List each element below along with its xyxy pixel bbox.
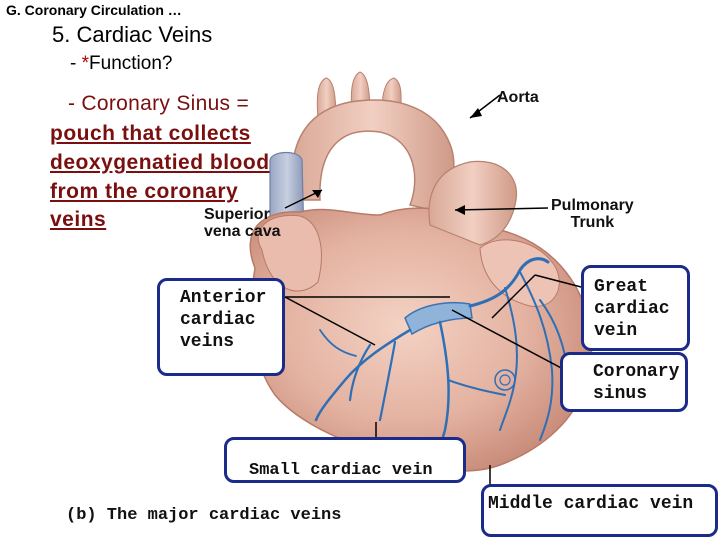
pulmonary-label-line1: Pulmonary (551, 197, 634, 214)
coronary-sinus-shape (404, 301, 473, 336)
figure-caption: (b) The major cardiac veins (66, 506, 342, 525)
pointer-arrowheads (312, 108, 482, 215)
function-line: - *Function? (70, 53, 172, 75)
coronary-line1: Coronary (593, 362, 680, 382)
great-pointer (534, 274, 586, 289)
great-cardiac-vein-path (468, 257, 550, 308)
small-label: Small cardiac vein (249, 461, 433, 480)
svc-label-line1: Superior (204, 206, 270, 223)
great-cardiac-vein-callout: Great cardiac vein (581, 265, 690, 351)
anterior-cardiac-vein-a (348, 343, 372, 402)
small-cardiac-vein-callout: Small cardiac vein (224, 437, 466, 483)
coronary-sinus-callout: Coronary sinus (560, 352, 688, 412)
great-line2: cardiac (594, 299, 670, 319)
aorta-label: Aorta (497, 89, 539, 106)
middle-label: Middle cardiac vein (488, 494, 694, 514)
anterior-cardiac-vein-b (378, 340, 397, 422)
anterior-pointer-b (284, 296, 376, 346)
great-line3: vein (594, 321, 638, 341)
superior-vena-cava-label: Superior vena cava (204, 206, 281, 241)
definition-line: pouch that collects (50, 122, 251, 145)
anterior-line1: Anterior (180, 288, 267, 308)
coronary-pointer (451, 309, 566, 371)
svc-label-line2: vena cava (204, 222, 281, 240)
slide-header: G. Coronary Circulation … (6, 2, 182, 18)
coronary-sinus-heading: - Coronary Sinus = (68, 92, 250, 115)
function-star: * (81, 53, 90, 74)
anterior-cardiac-veins-callout: Anterior cardiac veins (157, 278, 285, 376)
pulmonary-label-line2: Trunk (570, 213, 615, 231)
definition-line: veins (50, 208, 107, 231)
anterior-line2: cardiac (180, 310, 256, 330)
pulmonary-pointer (454, 207, 549, 211)
slide-subtitle: 5. Cardiac Veins (52, 22, 213, 47)
anterior-line3: veins (180, 332, 235, 352)
right-atrium (257, 214, 322, 292)
function-text: Function? (89, 53, 173, 74)
function-prefix: - (70, 53, 82, 74)
coronary-line2: sinus (593, 384, 648, 404)
middle-cardiac-vein-callout: Middle cardiac vein (481, 484, 718, 537)
definition-line: from the coronary (50, 180, 239, 203)
great-pointer-2 (491, 274, 536, 319)
pulmonary-trunk-shape (428, 160, 518, 246)
definition-line: deoxygenatied blood (50, 151, 270, 174)
small-cardiac-vein-path (314, 328, 412, 422)
pulmonary-trunk-label: Pulmonary Trunk (551, 197, 634, 232)
great-line1: Great (594, 277, 649, 297)
